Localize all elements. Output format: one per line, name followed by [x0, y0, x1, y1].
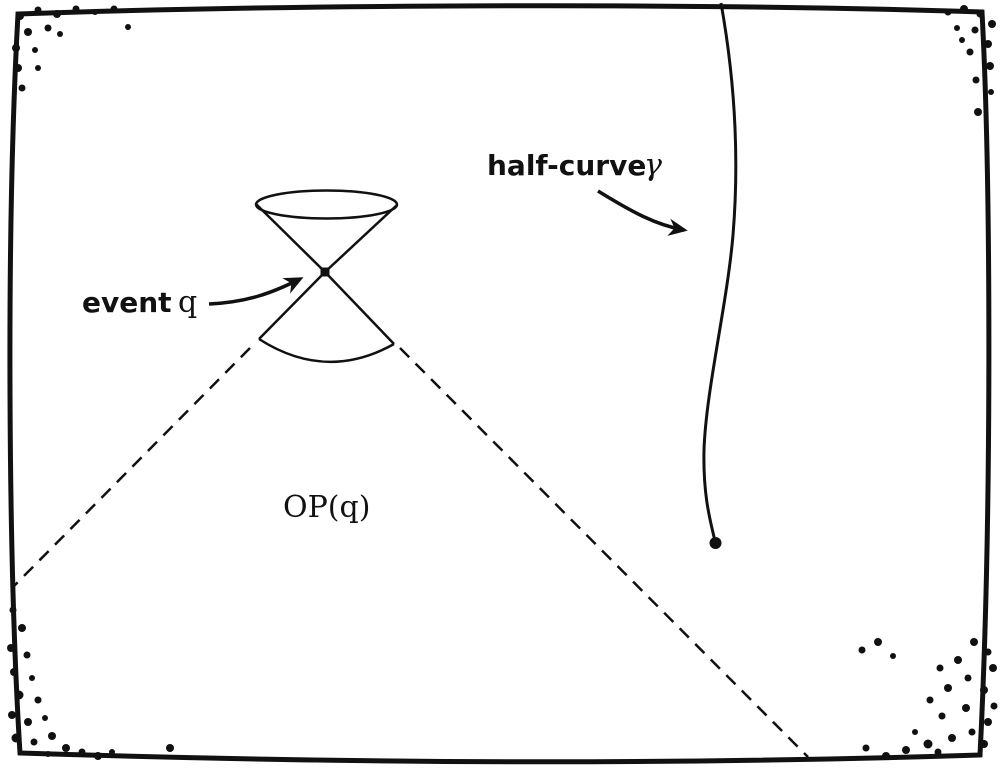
future-cone-left-edge: [255, 203, 326, 273]
past-region-boundary: [11, 347, 809, 758]
frame-border: [7, 3, 992, 765]
half-curve-endpoint: [709, 537, 722, 549]
speckles-bottom-left: [7, 606, 174, 760]
half-curve-label: half-curve γ: [487, 148, 662, 183]
past-region-label: OP(q): [283, 490, 370, 525]
event-label-symbol: q: [178, 285, 197, 320]
half-curve-label-bold: half-curve: [487, 149, 646, 182]
speckles-top-left: [12, 5, 131, 92]
past-boundary-right-dashed: [399, 347, 809, 758]
half-curve-label-symbol: γ: [644, 148, 662, 183]
past-cone-left-edge: [258, 271, 326, 340]
past-boundary-left-dashed: [11, 347, 251, 589]
past-cone-rim-arc: [258, 337, 395, 364]
future-cone-right-edge: [324, 204, 398, 273]
event-point: [320, 267, 330, 277]
half-curve: [702, 2, 738, 549]
half-curve-path: [702, 2, 738, 542]
past-cone-right-edge: [324, 271, 395, 345]
event-label-bold: event: [82, 286, 172, 319]
event-annotation-arrow: [208, 277, 304, 306]
half-curve-annotation-arrow: [597, 189, 688, 236]
light-cone: [254, 189, 399, 364]
speckles-bottom-right: [858, 638, 998, 760]
event-label: event q: [82, 285, 197, 320]
future-cone-rim: [254, 189, 399, 220]
speckles-top-right: [944, 5, 996, 116]
